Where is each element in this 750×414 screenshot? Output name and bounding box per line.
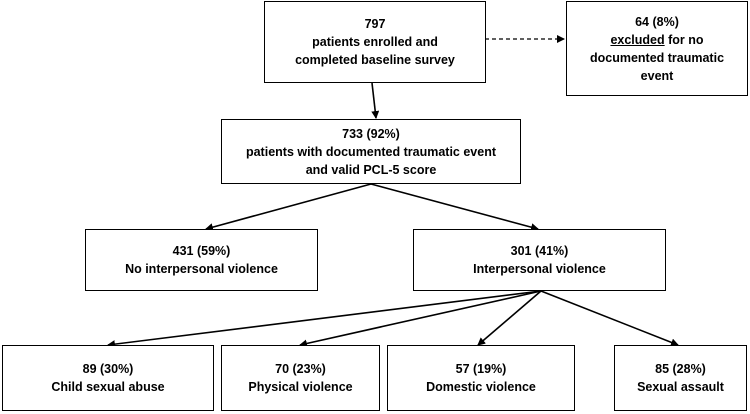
documented-line2: and valid PCL-5 score [305,162,437,177]
enrolled-box: 797 patients enrolled and completed base… [264,1,486,83]
enrolled-count: 797 [364,17,386,31]
child-sexual-abuse-label: Child sexual abuse [51,380,165,394]
child-sexual-abuse-box: 89 (30%) Child sexual abuse [2,345,214,411]
no-ipv-label: No interpersonal violence [125,262,278,276]
arrow-enrolled-to-documented [371,82,380,119]
arrow-ipv-to-child-sexual-abuse [107,290,542,349]
excluded-line1-rest: for no [664,32,704,47]
physical-violence-count: 70 (23%) [275,362,326,376]
arrow-ipv-to-sexual-assault [540,290,679,347]
excluded-line3: event [640,68,674,83]
documented-line1: patients with documented traumatic event [245,144,497,159]
excluded-line1: excluded for no [610,31,703,49]
documented-count: 733 (92%) [342,126,400,141]
excluded-line2: documented traumatic [589,50,725,65]
domestic-violence-count: 57 (19%) [455,362,507,376]
ipv-box: 301 (41%) Interpersonal violence [413,229,666,291]
excluded-box: 64 (8%) excluded for no documented traum… [566,1,748,96]
enrolled-line1: patients enrolled and [312,35,438,49]
domestic-violence-box: 57 (19%) Domestic violence [387,345,575,411]
excluded-count: 64 (8%) [635,14,679,29]
no-ipv-count: 431 (59%) [172,244,231,258]
sexual-assault-count: 85 (28%) [655,362,706,376]
sexual-assault-box: 85 (28%) Sexual assault [614,345,747,411]
no-ipv-box: 431 (59%) No interpersonal violence [85,229,318,291]
arrow-ipv-to-domestic-violence [477,290,542,346]
ipv-label: Interpersonal violence [473,262,606,276]
documented-box: 733 (92%) patients with documented traum… [221,119,521,184]
physical-violence-label: Physical violence [248,380,353,394]
enrolled-line2: completed baseline survey [295,53,455,67]
excluded-word: excluded [610,32,665,47]
ipv-count: 301 (41%) [510,244,569,258]
physical-violence-box: 70 (23%) Physical violence [221,345,380,411]
domestic-violence-label: Domestic violence [426,380,536,394]
child-sexual-abuse-count: 89 (30%) [82,362,134,376]
arrow-documented-to-no-ipv [205,183,372,232]
arrow-documented-to-ipv [370,183,539,232]
arrow-ipv-to-physical-violence [299,290,542,348]
sexual-assault-label: Sexual assault [637,380,724,394]
